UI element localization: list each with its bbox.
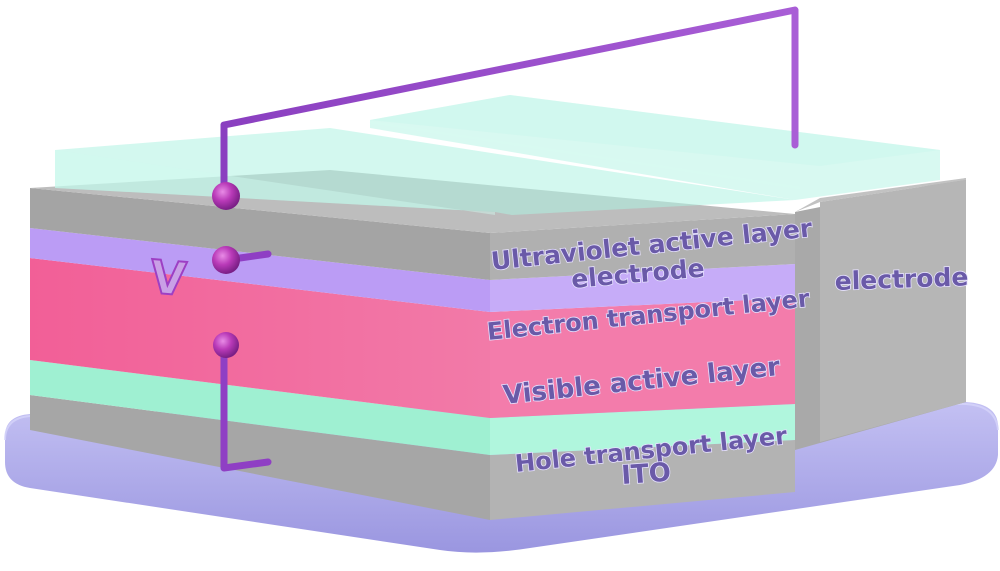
circuit-wire bbox=[220, 6, 799, 472]
label-ito: ITO bbox=[620, 458, 671, 491]
top-wire bbox=[220, 6, 799, 200]
top-electrode-layer bbox=[30, 188, 490, 280]
layer-stack bbox=[30, 170, 795, 520]
bottom-terminal-ball bbox=[213, 332, 239, 358]
label-side-electrode: electrode bbox=[834, 262, 969, 296]
middle-terminal-ball bbox=[212, 246, 240, 274]
electron-transport-layer bbox=[30, 228, 490, 312]
visible-active-layer bbox=[30, 258, 490, 418]
ito-layer bbox=[30, 395, 490, 520]
voltage-symbol: V bbox=[148, 250, 189, 307]
side-electrode-block bbox=[795, 178, 966, 450]
top-terminal-ball bbox=[212, 182, 240, 210]
bottom-wire bbox=[220, 344, 272, 472]
terminals bbox=[212, 182, 240, 358]
hole-transport-layer bbox=[30, 360, 490, 455]
uv-active-layer bbox=[55, 95, 940, 215]
